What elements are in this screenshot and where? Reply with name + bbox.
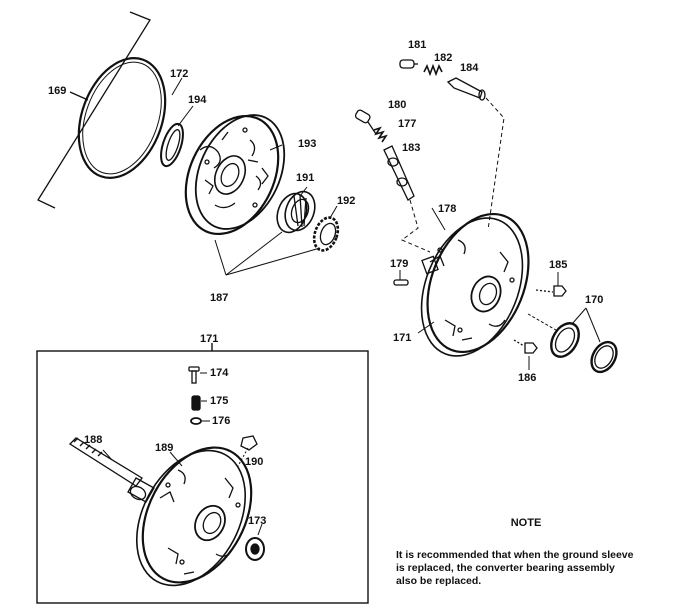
- label-181: 181: [408, 39, 427, 51]
- bolt-185: [535, 285, 567, 297]
- washer-176: [190, 417, 210, 425]
- gear-192: [312, 216, 340, 252]
- label-174: 174: [210, 367, 229, 379]
- plug-175: [191, 395, 207, 411]
- label-188: 188: [84, 434, 103, 446]
- pump-body-193: [184, 114, 286, 236]
- o-ring-169: [77, 57, 167, 179]
- pump-body-189: [135, 446, 253, 587]
- label-183: 183: [402, 142, 421, 154]
- bearing-173: [245, 523, 265, 561]
- label-190: 190: [245, 456, 264, 468]
- label-185: 185: [549, 259, 568, 271]
- label-194: 194: [188, 94, 207, 106]
- label-182: 182: [434, 52, 453, 64]
- valve-184: [446, 77, 486, 101]
- note-line-2: is replaced, the converter bearing assem…: [396, 562, 615, 574]
- seal-194: [160, 122, 184, 168]
- note-line-3: also be replaced.: [396, 575, 482, 587]
- inset-box: [36, 343, 369, 604]
- shaft-188: [68, 437, 155, 503]
- label-193: 193: [298, 138, 317, 150]
- seal-rings-170: [527, 313, 618, 374]
- dashed-assembly-lines: [401, 97, 505, 253]
- label-173: 173: [248, 515, 267, 527]
- label-172: 172: [170, 68, 189, 80]
- label-169: 169: [48, 85, 67, 97]
- pin-180: [354, 109, 377, 135]
- pin-179: [393, 279, 409, 286]
- label-170: 170: [585, 294, 604, 306]
- bearing-191: [276, 190, 316, 234]
- leaders-group-1: [171, 77, 338, 276]
- leaders-group-2: [399, 207, 601, 370]
- label-171-right: 171: [393, 332, 412, 344]
- label-178: 178: [438, 203, 457, 215]
- label-189: 189: [155, 442, 174, 454]
- bracket-169: [37, 11, 151, 209]
- label-176: 176: [212, 415, 231, 427]
- label-171-box: 171: [200, 333, 219, 345]
- spring-182: [423, 63, 443, 77]
- label-187: 187: [210, 292, 229, 304]
- label-179: 179: [390, 258, 409, 270]
- label-186: 186: [518, 372, 537, 384]
- spring-177: [373, 126, 388, 143]
- label-184: 184: [460, 62, 479, 74]
- bolt-186: [513, 339, 538, 354]
- pump-assembly-171-right: [420, 212, 530, 357]
- cap-190: [237, 435, 258, 467]
- label-175: 175: [210, 395, 229, 407]
- valve-183: [383, 145, 415, 201]
- pin-181: [399, 59, 418, 69]
- label-192: 192: [337, 195, 356, 207]
- note-title: NOTE: [510, 517, 542, 529]
- note-body: It is recommended that when the ground s…: [396, 549, 658, 588]
- label-177: 177: [398, 118, 417, 130]
- bolt-174: [188, 366, 207, 384]
- label-191: 191: [296, 172, 315, 184]
- note-line-1: It is recommended that when the ground s…: [396, 549, 634, 561]
- label-180: 180: [388, 99, 407, 111]
